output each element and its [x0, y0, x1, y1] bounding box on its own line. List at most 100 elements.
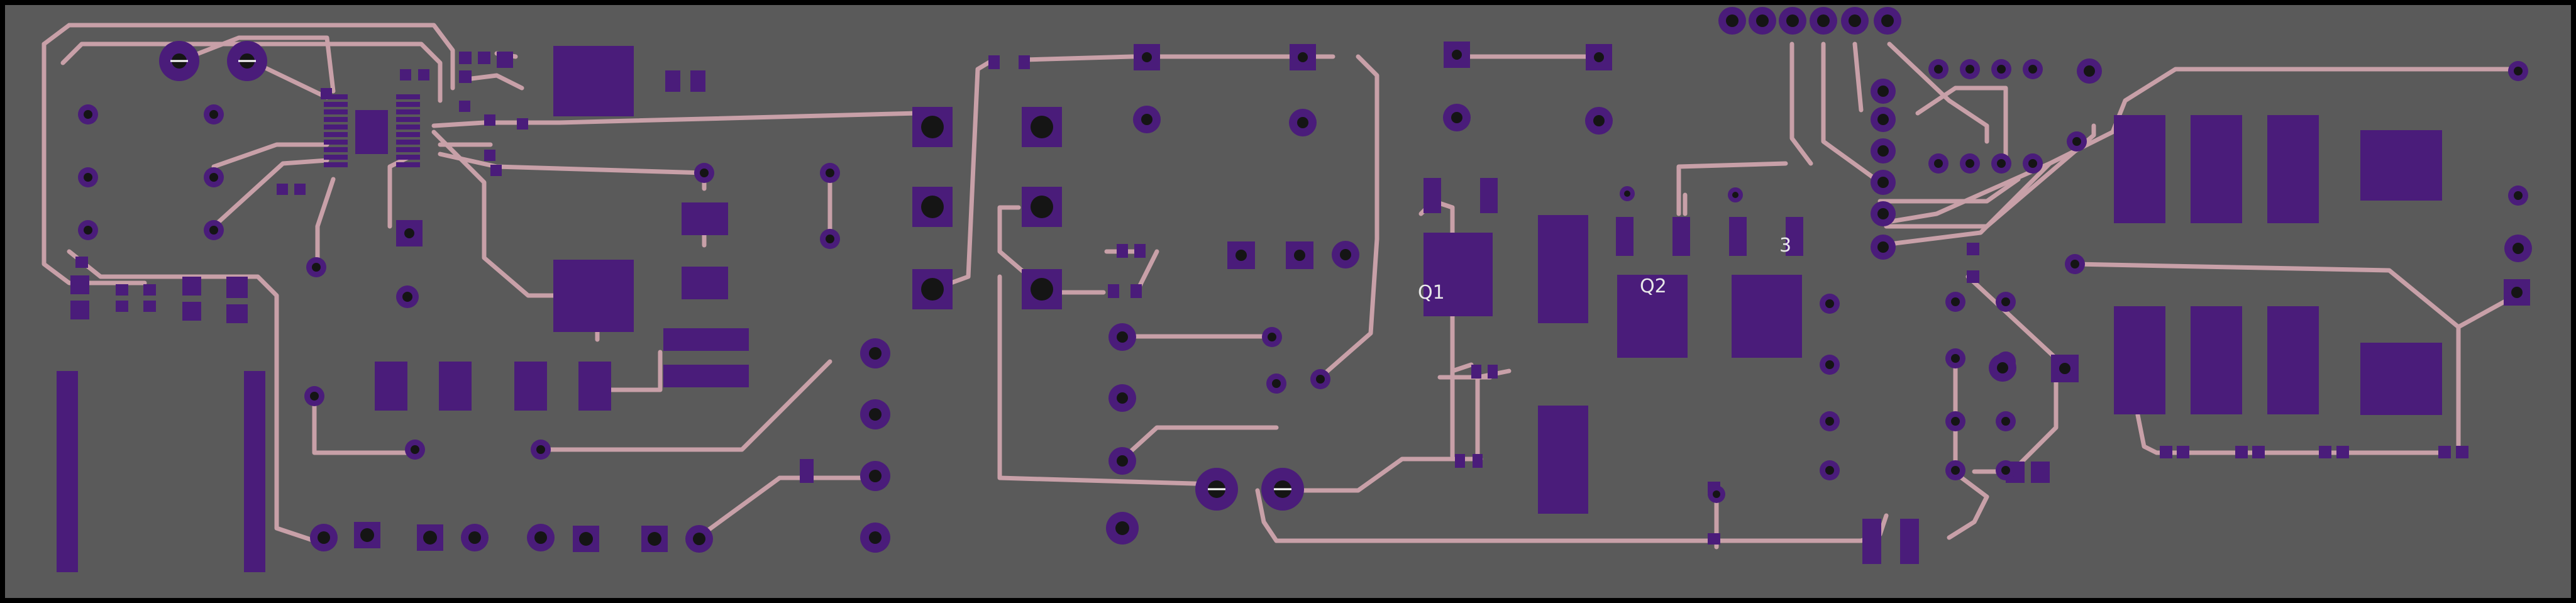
pad	[1480, 178, 1498, 213]
silk-label-q3: 3	[1779, 235, 1791, 257]
trace	[1877, 177, 2021, 204]
pad	[484, 150, 495, 161]
pad	[682, 267, 728, 299]
pad	[1732, 275, 1802, 358]
pad	[2267, 115, 2319, 223]
pad	[1900, 519, 1919, 564]
pad	[294, 184, 306, 195]
drill-hole	[1624, 191, 1630, 197]
drill-hole	[2001, 466, 2010, 475]
drill-hole	[1272, 379, 1281, 388]
pad	[70, 301, 89, 319]
pad	[226, 277, 248, 298]
pad	[553, 46, 634, 116]
trace	[67, 249, 317, 543]
drill-hole	[826, 235, 834, 243]
drill-hole	[1340, 249, 1351, 260]
trace	[1789, 41, 1813, 166]
drill-hole	[1117, 392, 1128, 404]
pad	[116, 301, 128, 312]
pad	[1672, 217, 1690, 256]
pad	[1130, 284, 1142, 298]
ic-pins-left	[324, 94, 348, 167]
pad	[2160, 446, 2172, 458]
pad	[75, 257, 88, 268]
pad	[375, 362, 407, 411]
drill-hole	[2072, 137, 2081, 146]
drill-hole	[1726, 14, 1739, 27]
drill-hole	[1997, 159, 2006, 168]
pad	[439, 362, 472, 411]
drill-hole	[869, 470, 882, 482]
pad	[2114, 306, 2165, 414]
pad	[690, 70, 705, 92]
drill-hole	[1451, 112, 1462, 123]
trace	[601, 350, 663, 392]
drill-hole	[84, 173, 92, 182]
drill-hole	[1965, 159, 1974, 168]
pad	[1117, 244, 1128, 258]
pad	[2438, 446, 2451, 458]
drill-hole	[536, 445, 545, 454]
drill-hole	[534, 531, 547, 544]
pad	[1423, 178, 1441, 213]
pad	[182, 302, 201, 321]
drill-hole	[312, 263, 321, 272]
pad	[1019, 55, 1030, 69]
pad	[553, 260, 634, 332]
pad	[1108, 284, 1119, 298]
silk-label-q1: Q1	[1418, 282, 1445, 304]
drill-hole	[700, 169, 709, 177]
trace	[1877, 161, 2052, 248]
drill-hole	[1825, 360, 1834, 369]
pad	[418, 69, 429, 80]
pad	[57, 371, 78, 572]
trace	[1884, 123, 2096, 229]
drill-hole	[318, 531, 330, 544]
pad	[1423, 233, 1493, 316]
drill-hole	[1951, 466, 1960, 475]
drill-hole	[693, 533, 705, 545]
drill-hole	[1732, 192, 1739, 198]
drill-hole	[1849, 14, 1861, 27]
pad	[244, 371, 265, 572]
pad	[2267, 306, 2319, 414]
pad	[2235, 446, 2248, 458]
drill-hole	[1115, 521, 1129, 535]
pad	[665, 70, 680, 92]
trace	[695, 475, 883, 540]
pad	[663, 365, 749, 387]
pad	[800, 459, 814, 472]
drill-hole	[1316, 375, 1325, 384]
drill-hole	[2001, 297, 2010, 306]
drill-hole	[1965, 65, 1974, 74]
pad	[1617, 275, 1688, 358]
pad	[2191, 306, 2242, 414]
pad	[1473, 454, 1483, 468]
drill-hole	[84, 110, 92, 119]
pad	[478, 52, 490, 64]
trace	[1877, 67, 2524, 226]
trace	[469, 73, 524, 91]
trace	[1318, 54, 1379, 380]
ic-body	[355, 110, 388, 154]
trace	[1676, 161, 1788, 216]
ic-pins-right	[396, 94, 420, 167]
drill-hole	[209, 226, 218, 235]
pad	[682, 202, 728, 235]
trace	[315, 177, 336, 270]
drill-hole	[1756, 14, 1769, 27]
trace	[312, 403, 417, 455]
drill-hole	[209, 110, 218, 119]
drill-hole	[1825, 299, 1834, 308]
trace	[211, 142, 329, 169]
drill-hole	[1877, 86, 1889, 97]
drill-hole	[1951, 354, 1960, 363]
drill-hole	[1951, 417, 1960, 426]
drill-hole	[2514, 67, 2523, 75]
pad	[116, 284, 128, 296]
drill-hole	[84, 226, 92, 235]
pad	[2319, 446, 2331, 458]
trace	[387, 155, 411, 229]
